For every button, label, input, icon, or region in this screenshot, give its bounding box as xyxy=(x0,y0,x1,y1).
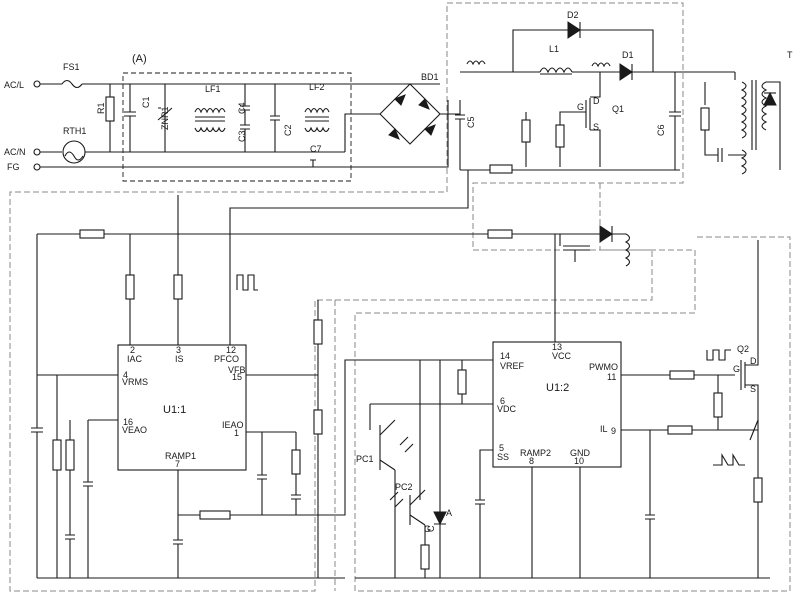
pin-ramp1: RAMP1 xyxy=(165,451,196,461)
c7-label: C7 xyxy=(310,144,322,154)
znr1-label: ZNR1 xyxy=(160,106,170,130)
ac-l-label: AC/L xyxy=(4,80,24,90)
fs1-label: FS1 xyxy=(63,62,80,72)
emi-filter-box xyxy=(122,72,352,182)
u1-2-wiring: PC1 PC2 G C A Q2 D G S xyxy=(355,240,770,579)
u1-2-name: U1:2 xyxy=(546,382,569,394)
thermistor-rth1 xyxy=(62,140,86,164)
pin-vdc-num: 6 xyxy=(500,396,505,406)
pin-pfco: PFCO xyxy=(214,354,239,364)
c5-label: C5 xyxy=(466,116,476,128)
bridge-bd1: BD1 xyxy=(344,72,460,152)
u1-1-wiring xyxy=(31,170,500,579)
q2-label: Q2 xyxy=(737,344,749,354)
pin-il-num: 9 xyxy=(611,426,616,436)
pin-iac-num: 2 xyxy=(130,345,135,355)
pin-ss: SS xyxy=(497,452,509,462)
c3-label: C3 xyxy=(237,130,247,142)
transformer-t: T xyxy=(700,50,793,175)
u1-2-body xyxy=(492,341,622,468)
c2-label: C2 xyxy=(283,124,293,136)
pin-gnd-num: 10 xyxy=(574,456,584,466)
pc2-g-label: G xyxy=(424,524,431,534)
u1-1-body xyxy=(117,344,247,471)
capacitor-c5 xyxy=(455,100,465,170)
fuse-fs1 xyxy=(61,79,83,89)
pin-pfco-num: 12 xyxy=(226,345,236,355)
q2-g-label: G xyxy=(733,364,740,374)
pc2-led xyxy=(433,511,447,526)
pin-vcc: VCC xyxy=(552,351,572,361)
pin-iac: IAC xyxy=(127,354,143,364)
r1-label: R1 xyxy=(96,102,106,114)
pc2-label: PC2 xyxy=(395,482,413,492)
c4-label: C4 xyxy=(237,102,247,114)
diode-d2 xyxy=(567,21,581,39)
q2-s-label: S xyxy=(750,384,756,394)
section-a-label: (A) xyxy=(132,53,147,65)
resistor-r1 xyxy=(105,96,115,122)
lf2-label: LF2 xyxy=(309,82,325,92)
diode-output xyxy=(763,91,777,106)
q1-g-label: G xyxy=(577,102,584,112)
pc2-c-label: C xyxy=(426,525,436,532)
ac-input: AC/L AC/N FG FS1 RTH1 R1 xyxy=(4,62,449,172)
region-boundaries xyxy=(9,2,791,592)
ac-n-terminal xyxy=(33,148,41,156)
fg-label: FG xyxy=(7,162,20,172)
diode-d1 xyxy=(619,63,633,81)
c6-label: C6 xyxy=(656,124,666,136)
fg-terminal xyxy=(33,163,41,171)
aux-supply xyxy=(36,195,631,420)
pin-il: IL xyxy=(600,424,608,434)
pin-vref: VREF xyxy=(500,361,525,371)
pin-vfb-num: 15 xyxy=(232,372,242,382)
ac-l-terminal xyxy=(33,80,41,88)
pin-ieao: IEAO xyxy=(222,420,244,430)
pin-vrms: VRMS xyxy=(122,377,148,387)
pin-ramp2: RAMP2 xyxy=(520,448,551,458)
c1-label: C1 xyxy=(141,96,151,108)
u1-1-name: U1:1 xyxy=(163,404,186,416)
pc1-label: PC1 xyxy=(356,454,374,464)
pin-gnd: GND xyxy=(570,448,591,458)
ic-u1-2: U1:2 13 VCC 14 VREF PWMO 11 6 VDC IL 9 5… xyxy=(492,341,622,468)
pin-veao-num: 16 xyxy=(123,417,133,427)
pfc-stage: L1 D1 D2 D G S Q1 C6 xyxy=(460,10,735,174)
pin-ramp2-num: 8 xyxy=(529,456,534,466)
rth1-label: RTH1 xyxy=(63,126,86,136)
d2-label: D2 xyxy=(567,10,579,20)
emi-filter: C1 ZNR1 LF1 C4 C3 C2 LF2 C7 xyxy=(124,82,330,167)
ac-n-label: AC/N xyxy=(4,147,26,157)
pin-vref-num: 14 xyxy=(500,351,510,361)
q1-d-label: D xyxy=(593,96,600,106)
lf1-label: LF1 xyxy=(205,84,221,94)
q2-d-label: D xyxy=(750,356,757,366)
pin-veao: VEAO xyxy=(122,425,147,435)
pin-ieao-num: 1 xyxy=(234,428,239,438)
pin-is-num: 3 xyxy=(176,345,181,355)
q1-s-label: S xyxy=(593,122,599,132)
pin-vcc-num: 13 xyxy=(552,342,562,352)
l1-label: L1 xyxy=(549,44,559,54)
pin-ss-num: 5 xyxy=(499,443,504,453)
pin-vfb: VFB xyxy=(228,365,246,375)
pin-pwmo: PWMO xyxy=(589,362,618,372)
d1-label: D1 xyxy=(622,50,634,60)
pin-ramp1-num: 7 xyxy=(175,459,180,469)
ic-u1-1: U1:1 2 IAC 3 IS 12 PFCO 4 VRMS VFB 15 16… xyxy=(117,344,247,471)
pc2-a-label: A xyxy=(446,508,452,518)
pin-pwmo-num: 11 xyxy=(607,372,616,382)
pin-vdc: VDC xyxy=(497,404,517,414)
t-label: T xyxy=(787,50,793,60)
pin-vrms-num: 4 xyxy=(123,370,128,380)
pin-is: IS xyxy=(175,354,184,364)
bd1-label: BD1 xyxy=(421,72,439,82)
q1-label: Q1 xyxy=(612,104,624,114)
